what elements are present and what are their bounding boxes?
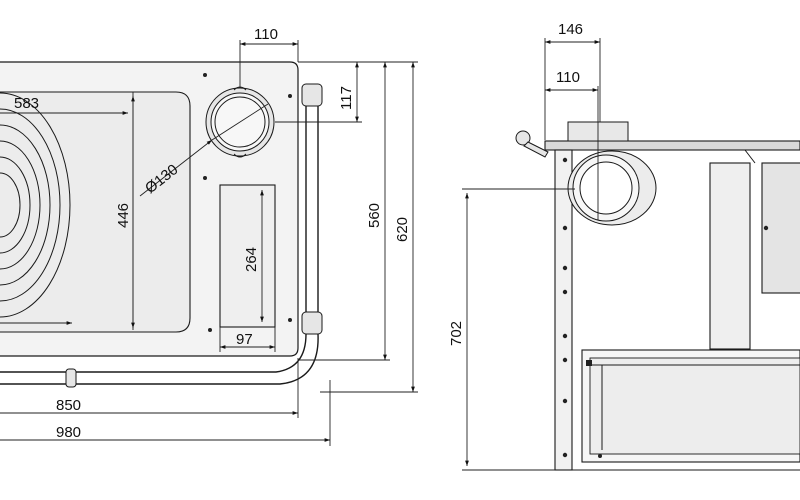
dim-body-width: 850 [0, 358, 299, 418]
dim-text: 146 [558, 21, 583, 38]
screw-icon [288, 94, 292, 98]
screw-icon [203, 176, 207, 180]
dim-flue-inner-offset: 110 [545, 69, 599, 220]
dim-text: 264 [243, 247, 260, 272]
top-plan-view: 110 583 446 Ø130 264 97 [0, 26, 418, 446]
dim-text: 560 [366, 203, 383, 228]
dim-text: 97 [236, 331, 253, 348]
inner-panel-a [709, 162, 751, 350]
dim-flue-offset: 110 [239, 26, 299, 88]
flue-opening [205, 86, 275, 158]
lid-handle [515, 130, 549, 158]
side-panel [554, 149, 573, 471]
screw-icon [203, 73, 207, 77]
dim-text: 583 [14, 95, 39, 112]
dim-hob-depth: 446 [0, 96, 135, 328]
dim-total-width: 980 [0, 380, 331, 446]
dim-body-depth: 560 [298, 62, 390, 361]
dim-total-depth: 620 [320, 61, 418, 393]
dim-text: 110 [254, 26, 278, 43]
towel-rail [0, 83, 323, 388]
side-panel-holes [562, 157, 568, 458]
dim-text: 850 [56, 397, 81, 414]
side-view: 146 110 702 [448, 21, 800, 471]
dim-text: 702 [448, 321, 465, 346]
dim-flue-from-top: 117 [275, 61, 392, 123]
screw-icon [288, 318, 292, 322]
hob-plate [0, 91, 191, 333]
dim-text: 110 [556, 69, 580, 86]
dim-text: 620 [394, 217, 411, 242]
oven-box [581, 349, 800, 463]
dim-text: 117 [338, 86, 355, 110]
oven-vent [219, 184, 276, 328]
dim-text: 980 [56, 424, 81, 441]
dim-height: 702 [448, 188, 575, 471]
dim-oven-height: 264 [243, 190, 264, 322]
inner-panel-b [761, 162, 800, 294]
hob-rings [0, 92, 71, 318]
flue-pipe-side [567, 150, 657, 226]
dim-text: 446 [115, 203, 132, 228]
screw-icon [208, 328, 212, 332]
cooktop-surface [544, 140, 800, 151]
dim-oven-width: 97 [219, 327, 276, 352]
